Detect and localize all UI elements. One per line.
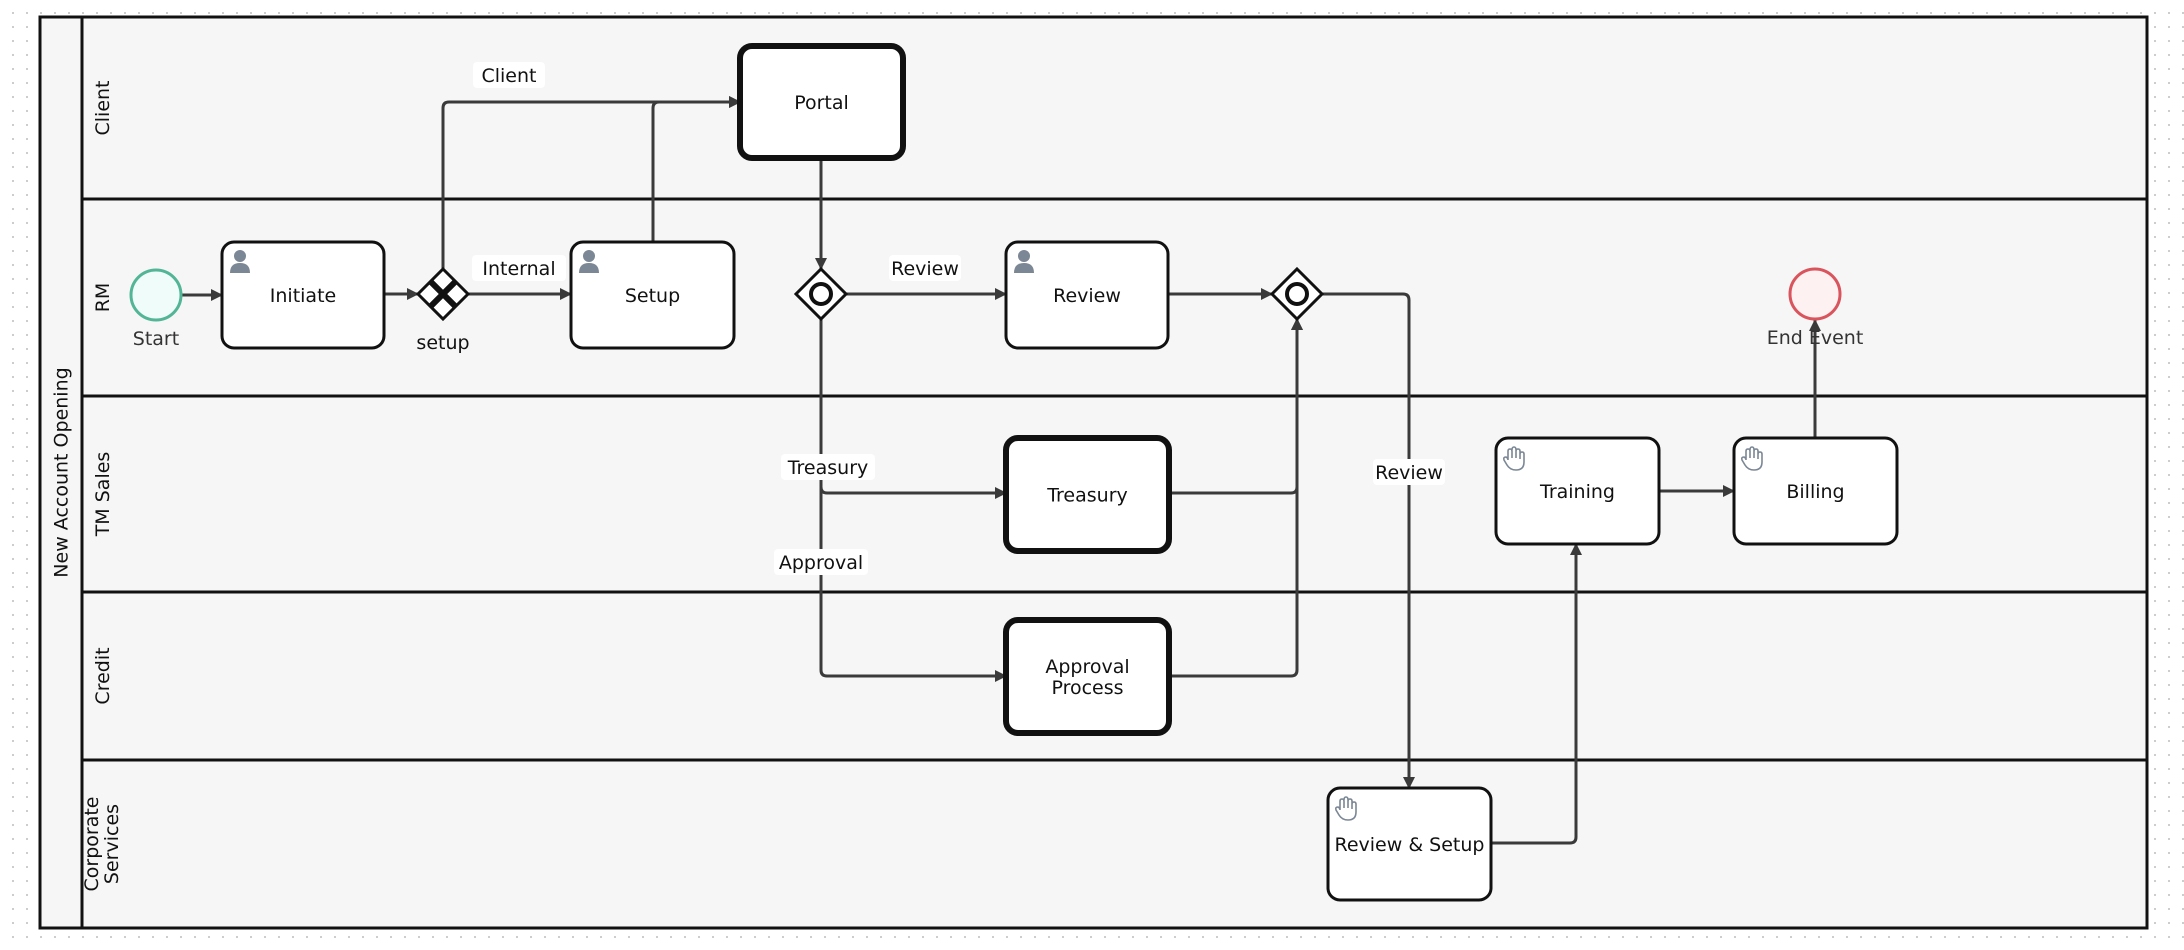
task-label: Initiate — [270, 285, 336, 307]
flow-label-background — [889, 255, 961, 281]
sequence-flow-approval-join[interactable] — [1169, 318, 1303, 678]
lane-label-rm: RM — [92, 283, 114, 313]
task-box[interactable] — [1732, 436, 1899, 546]
task-treasury[interactable]: Treasury — [1003, 435, 1172, 554]
task-label: Review & Setup — [1335, 834, 1485, 856]
exclusive-x-icon — [428, 279, 458, 309]
task-label: Portal — [794, 92, 849, 114]
task-box[interactable] — [737, 43, 906, 161]
sequence-flow-join-reviewsetup[interactable] — [1322, 292, 1415, 789]
hand-icon — [1740, 446, 1763, 471]
task-label: Setup — [625, 285, 680, 307]
sequence-flow-split-approval[interactable] — [819, 319, 1007, 682]
task-portal[interactable]: Portal — [737, 43, 906, 161]
lane-corporate-services[interactable] — [80, 758, 2149, 930]
task-box[interactable] — [1003, 617, 1172, 736]
start-event-label: Start — [133, 328, 179, 350]
task-training[interactable]: Training — [1494, 436, 1661, 546]
end-event[interactable] — [1788, 267, 1842, 321]
inclusive-circle-icon — [809, 282, 833, 306]
lane-client[interactable] — [80, 15, 2149, 201]
lane-label-tm-sales: TM Sales — [92, 452, 114, 538]
inclusive-gateway[interactable] — [1269, 266, 1325, 322]
lane-label-client: Client — [92, 80, 114, 135]
hand-icon — [1502, 446, 1525, 471]
task-box[interactable] — [220, 240, 386, 350]
user-icon — [579, 250, 599, 273]
task-label: Treasury — [1046, 485, 1128, 507]
inclusive-circle-icon — [1285, 282, 1309, 306]
gateway-label: setup — [416, 332, 469, 354]
sequence-flow-setup-portal[interactable] — [651, 96, 741, 242]
flow-label-split-review: Review — [891, 258, 959, 280]
pool-title: New Account Opening — [51, 367, 73, 577]
flow-label-gw-internal: Internal — [482, 258, 555, 280]
flow-label-background — [781, 454, 875, 480]
task-box[interactable] — [1003, 435, 1172, 554]
task-box[interactable] — [1326, 786, 1493, 902]
flow-label-background — [472, 255, 566, 281]
flow-label-split-treasury: Treasury — [787, 457, 869, 479]
start-event[interactable] — [129, 268, 183, 322]
flow-label-join-reviewsetup: Review — [1375, 462, 1443, 484]
flow-label-background — [774, 549, 868, 575]
task-billing[interactable]: Billing — [1732, 436, 1899, 546]
task-box[interactable] — [1004, 240, 1170, 350]
sequence-flow-gw-client[interactable] — [441, 96, 741, 269]
task-review[interactable]: Review — [1004, 240, 1170, 350]
user-icon — [230, 250, 250, 273]
task-review-setup[interactable]: Review & Setup — [1326, 786, 1493, 902]
hand-icon — [1334, 796, 1357, 821]
lane-label-credit: Credit — [92, 647, 114, 704]
task-label: Review — [1053, 285, 1121, 307]
lane-label-corporate-services: CorporateServices — [81, 797, 123, 892]
task-box[interactable] — [1494, 436, 1661, 546]
end-event-label: End Event — [1767, 327, 1864, 349]
task-label: Training — [1539, 481, 1615, 503]
flow-label-background — [1373, 459, 1445, 485]
task-initiate[interactable]: Initiate — [220, 240, 386, 350]
sequence-flow-reviewsetup-training[interactable] — [1491, 543, 1582, 845]
flow-label-gw-client: Client — [481, 65, 536, 87]
task-setup[interactable]: Setup — [569, 240, 736, 350]
flow-label-background — [473, 62, 545, 88]
task-label: Billing — [1786, 481, 1844, 503]
task-box[interactable] — [569, 240, 736, 350]
inclusive-gateway[interactable] — [793, 266, 849, 322]
flow-label-split-approval: Approval — [779, 552, 863, 574]
user-icon — [1014, 250, 1034, 273]
